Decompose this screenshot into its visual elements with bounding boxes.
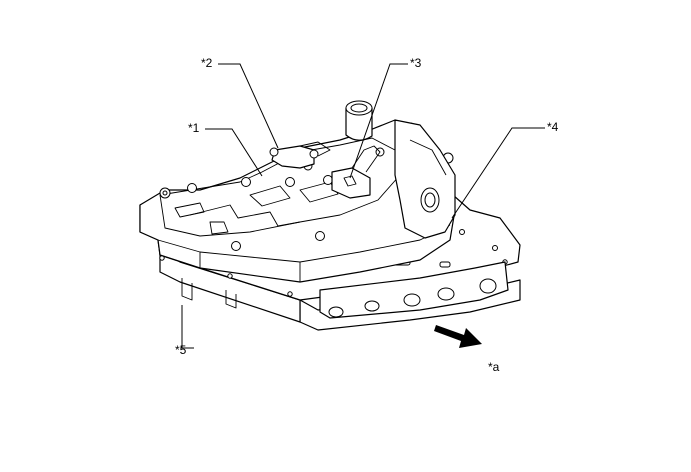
plate-hole [287, 291, 293, 297]
solenoid-top-inner [350, 103, 368, 113]
leader-line-1 [205, 128, 263, 177]
callout-2: *2 [201, 56, 213, 70]
leader-line-3 [349, 63, 408, 179]
plate-slot [439, 261, 451, 268]
leader-line-2 [218, 63, 279, 149]
solenoid-2 [271, 145, 315, 169]
bolt [309, 149, 319, 159]
plate-hole [227, 273, 233, 279]
leg [181, 278, 193, 301]
right-housing [394, 119, 456, 239]
solenoid-body [345, 107, 373, 141]
leg [225, 290, 237, 309]
bolt [323, 175, 333, 185]
bolt [231, 241, 241, 251]
bore [479, 278, 497, 294]
bolt [241, 177, 251, 187]
callout-a: *a [488, 360, 500, 374]
bolt [315, 231, 325, 241]
plate-hole [492, 245, 498, 251]
channel [209, 221, 229, 235]
solenoid-2-connector [269, 147, 279, 157]
leader-line-5 [181, 305, 194, 349]
solenoid-3-bracket [351, 145, 381, 173]
bore [403, 293, 421, 307]
channel [299, 181, 339, 203]
bore [437, 287, 455, 301]
callout-4: *4 [547, 120, 559, 134]
bolt [187, 183, 197, 193]
housing-line [409, 139, 447, 176]
leader-line-4 [451, 127, 545, 219]
bore [364, 300, 380, 312]
bolt [162, 190, 168, 196]
housing-bore-inner [424, 192, 436, 208]
bore [328, 306, 344, 318]
callout-5: *5 [175, 343, 187, 357]
solenoid-3-connector [343, 175, 357, 187]
callout-3: *3 [410, 56, 422, 70]
plate-hole [459, 229, 465, 235]
channel [174, 202, 205, 218]
channel [249, 185, 291, 207]
arrow-right-down-icon [434, 325, 482, 348]
solenoid-2-bracket [299, 141, 331, 157]
bolt [285, 177, 295, 187]
callout-1: *1 [188, 121, 200, 135]
channel [189, 204, 301, 227]
